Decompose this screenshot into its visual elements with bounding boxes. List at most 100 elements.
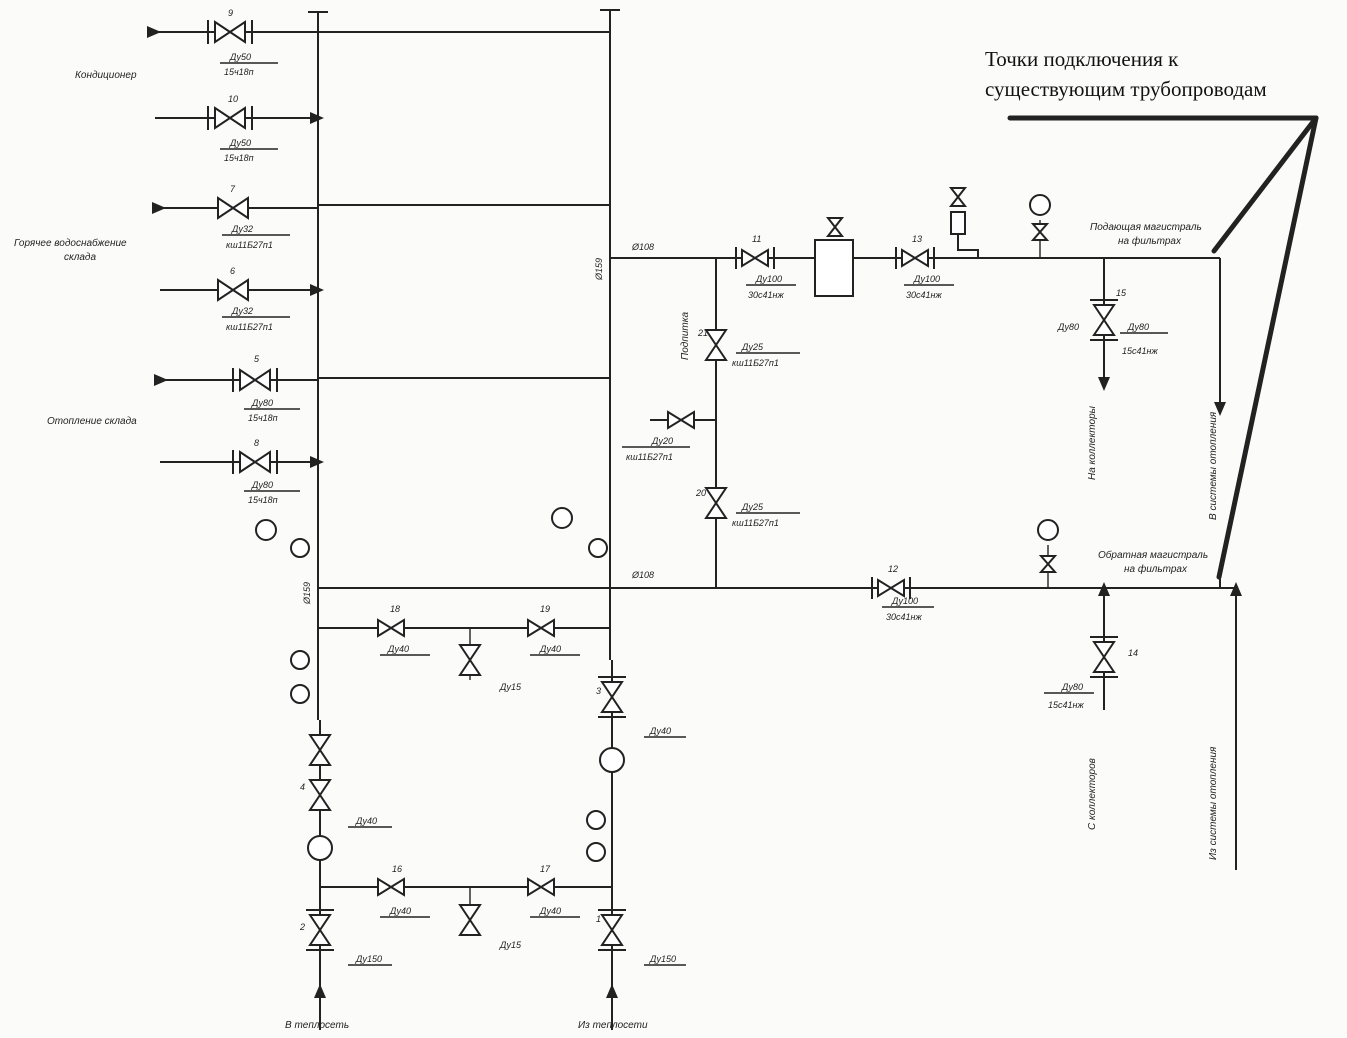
valve-du15-bottom-du: Ду15 (499, 940, 522, 950)
valve-4-icon (308, 779, 332, 811)
valve-15-du: Ду80 (1127, 322, 1149, 332)
valve-14-icon (1090, 636, 1118, 678)
label-from-collector: С коллекторов (1087, 758, 1098, 830)
valve-12-num: 12 (888, 564, 898, 574)
valve-19-num: 19 (540, 604, 550, 614)
annotation-leaders (220, 62, 1168, 966)
valve-16-du: Ду40 (389, 906, 411, 916)
label-gvs: Горячее водоснабжение (14, 237, 127, 249)
valve-6-du: Ду32 (231, 306, 253, 316)
valve-8-num: 8 (254, 438, 259, 448)
valve-du15-top-du: Ду15 (499, 682, 522, 692)
valve-11-num: 11 (752, 234, 761, 244)
valve-13-type: 30с41нж (906, 290, 942, 300)
pump-right-icon (599, 747, 625, 773)
valve-18-icon (377, 618, 405, 638)
label-supply-filter-2: на фильтрах (1118, 235, 1182, 247)
valve-18-num: 18 (390, 604, 400, 614)
valve-5-icon (232, 368, 278, 392)
label-podpitka: Подпитка (680, 312, 691, 360)
valve-7-icon (217, 196, 249, 220)
main-pipes (147, 9, 1242, 1030)
valve-18-du: Ду40 (387, 644, 409, 654)
label-from-network: Из теплосети (578, 1020, 648, 1031)
gauge-valve-return-icon (1038, 555, 1058, 573)
valve-4-du: Ду40 (355, 816, 377, 826)
valve-13-num: 13 (912, 234, 922, 244)
valve-8-type: 15ч18п (248, 495, 278, 505)
label-return-filter-2: на фильтрах (1124, 563, 1188, 575)
valve-14-type: 15с41нж (1048, 700, 1084, 710)
valve-12-du: Ду100 (891, 596, 918, 606)
valve-21-num: 21 (697, 328, 708, 338)
pressure-gauge-supply-icon (1029, 194, 1051, 216)
valve-21-du: Ду25 (741, 342, 764, 352)
valve-16-icon (377, 877, 405, 897)
valve-20-du: Ду25 (741, 502, 764, 512)
valve-1-icon (598, 909, 626, 951)
valve-8-du: Ду80 (251, 480, 273, 490)
valve-10-type: 15ч18п (224, 153, 254, 163)
label-to-collector: На коллекторы (1087, 405, 1098, 480)
valve-11-type: 30с41нж (748, 290, 784, 300)
valve-2-du: Ду150 (355, 954, 382, 964)
thermometer-left-icon (290, 538, 310, 558)
sensor-t2-icon (586, 842, 606, 862)
callout-leader-lines (1007, 115, 1319, 580)
valve-11-icon (735, 247, 775, 269)
sensor-t1-icon (290, 684, 310, 704)
label-gvs-2: склада (64, 252, 96, 263)
equipment (255, 194, 1059, 862)
pump-left-icon (307, 835, 333, 861)
valve-7-type: кш11Б27п1 (226, 240, 273, 250)
valve-9-icon (207, 20, 253, 44)
label-otoplenie: Отопление склада (47, 416, 137, 427)
valve-9-type: 15ч18п (224, 67, 254, 77)
callout-line-1: Точки подключения к (985, 47, 1179, 71)
pressure-gauge-return-icon (1037, 519, 1059, 541)
pipe-d159-left-label: Ø159 (302, 582, 312, 605)
valve-2-num: 2 (299, 922, 305, 932)
valve-20-icon (704, 487, 728, 519)
pipe-d108-top-label: Ø108 (631, 242, 654, 252)
valve-15-icon (1090, 299, 1118, 341)
label-supply-filter: Подающая магистраль (1090, 222, 1202, 233)
valve-4a-icon (308, 734, 332, 766)
callout-line-2: существующим трубопроводам (985, 77, 1267, 101)
valve-11-du: Ду100 (755, 274, 782, 284)
valves-vertical (306, 187, 1118, 951)
valve-20-num: 20 (695, 488, 706, 498)
valve-3-du: Ду40 (649, 726, 671, 736)
consumer-labels: Кондиционер Горячее водоснабжение склада… (14, 70, 1219, 1031)
valve-5-num: 5 (254, 354, 260, 364)
valve-1-num: 1 (596, 914, 601, 924)
valves-horizontal (207, 20, 935, 897)
valve-6-type: кш11Б27п1 (226, 322, 273, 332)
valve-5-type: 15ч18п (248, 413, 278, 423)
pressure-gauge-mid-icon (551, 507, 573, 529)
valve-15-num: 15 (1116, 288, 1127, 298)
valve-14-num: 14 (1128, 648, 1138, 658)
valve-du15-top-icon (458, 644, 482, 676)
valve-19-icon (527, 618, 555, 638)
valve-21-icon (704, 329, 728, 361)
valve-17-du: Ду40 (539, 906, 561, 916)
sensor-p2-icon (586, 810, 606, 830)
label-from-heating: Из системы отопления (1208, 746, 1219, 860)
valve-3-num: 3 (596, 686, 601, 696)
pipe-d159-label: Ø159 (594, 258, 604, 281)
valve-1-du: Ду150 (649, 954, 676, 964)
sensor-p1-icon (290, 650, 310, 670)
label-return-filter: Обратная магистраль (1098, 549, 1208, 561)
vent-valve-2-icon (948, 187, 968, 207)
valve-17-num: 17 (540, 864, 551, 874)
valve-7-du: Ду32 (231, 224, 253, 234)
thermometer-mid-icon (588, 538, 608, 558)
mud-filter-icon (814, 239, 854, 297)
valve-14-du: Ду80 (1061, 682, 1083, 692)
valve-annotations: 9 Ду50 15ч18п 10 Ду50 15ч18п 7 Ду32 кш11… (224, 8, 1158, 964)
valve-7-num: 7 (230, 184, 236, 194)
valve-4-num: 4 (300, 782, 305, 792)
valve-du20-du: Ду20 (651, 436, 673, 446)
valve-17-icon (527, 877, 555, 897)
